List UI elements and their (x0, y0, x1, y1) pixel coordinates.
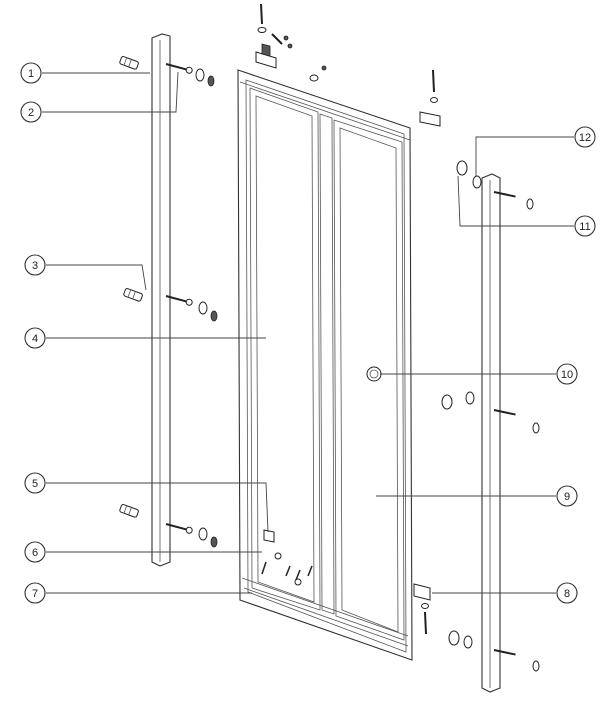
callout-11: 11 (574, 215, 596, 237)
screw-cap-icon (448, 630, 460, 646)
washer-icon (198, 301, 208, 315)
wall-plug-icon (119, 504, 139, 518)
wall-plug-end-icon (532, 422, 540, 434)
callout-3-label: 3 (32, 260, 38, 272)
right-fixings-top (456, 160, 534, 210)
callout-12: 12 (574, 126, 596, 148)
screw-cap-icon (210, 310, 218, 322)
screw-cap-icon (456, 160, 468, 176)
callout-7: 7 (24, 582, 46, 604)
callout-10-label: 10 (561, 369, 573, 381)
callout-5: 5 (24, 472, 46, 494)
washer-icon (465, 391, 475, 405)
right-wall-profile (481, 173, 501, 693)
callout-12-label: 12 (579, 132, 591, 144)
callout-7-label: 7 (32, 588, 38, 600)
handle-knob-icon (366, 366, 382, 382)
left-fixings-top (119, 56, 215, 87)
right-fixings-middle (441, 391, 540, 434)
callout-2: 2 (20, 101, 42, 123)
callout-6: 6 (24, 541, 46, 563)
screw-icon (165, 523, 193, 534)
screw-cap-icon (210, 536, 218, 548)
screw-cap-icon (441, 394, 453, 410)
bottom-catch (261, 529, 313, 586)
screw-cap-icon (207, 75, 215, 87)
callout-2-label: 2 (28, 107, 34, 119)
washer-icon (198, 527, 208, 541)
wall-plug-end-icon (532, 660, 540, 672)
top-guide-block (419, 69, 441, 127)
callout-8: 8 (556, 582, 578, 604)
left-fixings-bottom (119, 504, 218, 548)
callout-1-label: 1 (28, 68, 34, 80)
washer-icon (195, 68, 205, 82)
screw-icon (493, 409, 516, 416)
wall-plug-end-icon (526, 198, 534, 210)
callout-6-label: 6 (32, 547, 38, 559)
screw-icon (493, 649, 516, 656)
washer-icon (463, 635, 473, 649)
leader-lines (42, 71, 574, 594)
screw-icon (165, 295, 193, 306)
wall-plug-icon (123, 288, 143, 302)
right-fixings-bottom (448, 630, 540, 672)
top-pivot-hardware (255, 3, 327, 82)
callout-4: 4 (24, 327, 46, 349)
callout-9-label: 9 (564, 491, 570, 503)
door-frame (237, 69, 413, 661)
washer-icon (472, 175, 482, 189)
callout-4-label: 4 (32, 333, 38, 345)
left-wall-profile (151, 33, 171, 567)
callout-1: 1 (20, 62, 42, 84)
callout-5-label: 5 (32, 478, 38, 490)
wall-plug-icon (119, 56, 139, 70)
callout-3: 3 (24, 254, 46, 276)
callout-9: 9 (556, 485, 578, 507)
callout-8-label: 8 (564, 588, 570, 600)
left-fixings-middle (123, 288, 218, 322)
callout-11-label: 11 (579, 221, 590, 233)
callout-10: 10 (556, 363, 578, 385)
bottom-pivot-hardware (413, 583, 431, 635)
screw-icon (493, 191, 516, 198)
screw-icon (165, 63, 193, 74)
